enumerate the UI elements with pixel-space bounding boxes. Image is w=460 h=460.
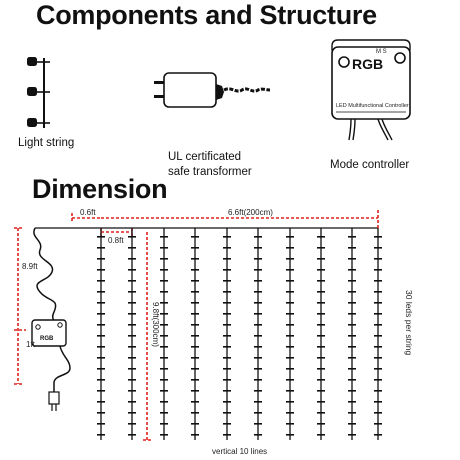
light-string-label: Light string bbox=[18, 137, 75, 149]
dimension-heading: Dimension bbox=[32, 174, 168, 204]
transformer-label-line1: UL certificated bbox=[168, 151, 242, 163]
svg-text:RGB: RGB bbox=[40, 336, 54, 342]
vertical-string bbox=[223, 228, 231, 440]
plug-icon bbox=[48, 391, 60, 411]
vertical-string bbox=[374, 228, 382, 440]
controller-drop-label: 1ft bbox=[26, 340, 35, 349]
vertical-string bbox=[160, 228, 168, 440]
light-string-icon bbox=[27, 57, 50, 128]
vertical-string bbox=[97, 228, 105, 440]
lead-length-label: 0.6ft bbox=[80, 208, 96, 217]
lead-cable-label: 8.9ft bbox=[22, 262, 38, 271]
transformer-label-line2: safe transformer bbox=[168, 166, 252, 178]
controller-sublabel: LED Multifunctional Controller bbox=[336, 103, 409, 109]
controller-buttons-label: M S bbox=[376, 49, 387, 55]
vertical-string bbox=[191, 228, 199, 440]
controller-brand: RGB bbox=[352, 56, 384, 72]
controller-icon bbox=[331, 39, 411, 141]
string-length-label: 9.8ft(300cm) bbox=[151, 302, 160, 347]
vertical-string bbox=[317, 228, 325, 440]
vertical-string bbox=[128, 228, 136, 440]
controller-label: Mode controller bbox=[330, 159, 410, 171]
lead-cable bbox=[33, 227, 61, 327]
dimension-controller-icon: RGB bbox=[31, 319, 67, 347]
components-heading: Components and Structure bbox=[36, 0, 377, 30]
vertical-count-label: vertical 10 lines bbox=[212, 447, 268, 456]
vertical-string bbox=[254, 228, 262, 440]
total-width-label: 6.6ft(200cm) bbox=[228, 208, 273, 217]
vertical-string bbox=[286, 228, 294, 440]
leds-per-string-label: 30 leds per string bbox=[404, 290, 414, 356]
vertical-string bbox=[348, 228, 356, 440]
string-spacing-label: 0.8ft bbox=[108, 236, 124, 245]
transformer-icon bbox=[154, 72, 271, 108]
